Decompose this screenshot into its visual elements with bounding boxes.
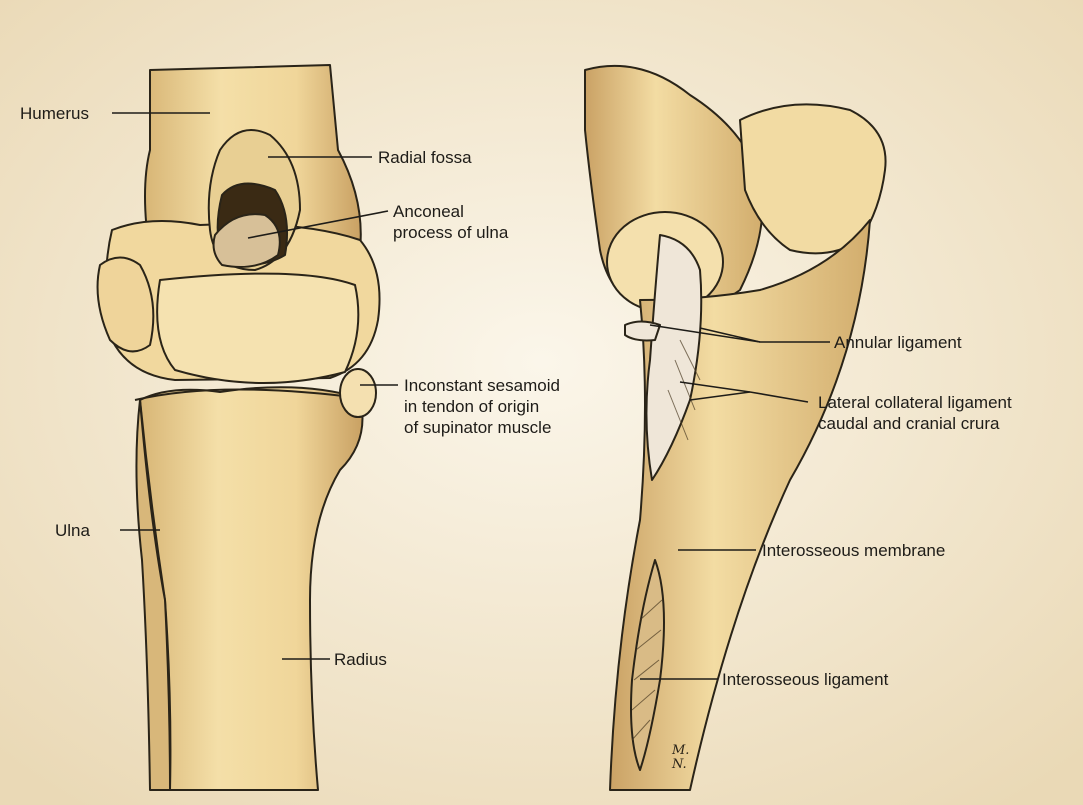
sesamoid-bone: [340, 369, 376, 417]
label-humerus: Humerus: [20, 103, 89, 124]
label-interosseous-membrane: Interosseous membrane: [762, 540, 945, 561]
label-sesamoid: Inconstant sesamoid in tendon of origin …: [404, 375, 560, 438]
label-radial-fossa: Radial fossa: [378, 147, 472, 168]
label-interosseous-ligament: Interosseous ligament: [722, 669, 888, 690]
label-annular-ligament: Annular ligament: [834, 332, 962, 353]
label-lateral-collateral-ligament: Lateral collateral ligament caudal and c…: [818, 392, 1012, 434]
annular-ligament-band: [625, 322, 660, 341]
label-anconeal-process: Anconeal process of ulna: [393, 201, 508, 243]
artist-signature: M. N.: [672, 744, 689, 772]
label-radius: Radius: [334, 649, 387, 670]
trochlea: [157, 274, 358, 383]
label-ulna: Ulna: [55, 520, 90, 541]
